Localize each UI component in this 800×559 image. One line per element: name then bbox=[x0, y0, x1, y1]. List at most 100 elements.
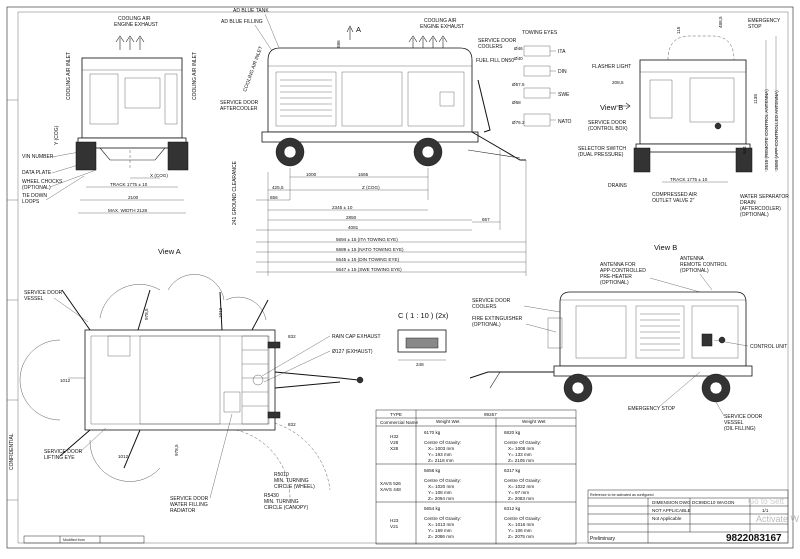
front-view-a: COOLING AIR ENGINE EXHAUST COOLING AIR I… bbox=[22, 16, 198, 256]
front-roof bbox=[81, 57, 183, 71]
tie-down-label-2: LOOPS bbox=[22, 199, 40, 205]
antenna-remote-label: ANTENNA bbox=[680, 256, 705, 262]
drains-label: DRAINS bbox=[608, 183, 628, 189]
towing-din: DIN bbox=[558, 69, 567, 75]
towing-nato: NATO bbox=[558, 119, 572, 125]
svg-text:Y= 193 mm: Y= 193 mm bbox=[428, 452, 452, 457]
inner-frame bbox=[17, 11, 789, 544]
view-b-louvres bbox=[640, 313, 680, 351]
exhaust-cap-icon bbox=[252, 374, 264, 386]
service-door-aftercooler-label-2: AFTERCOOLER bbox=[220, 106, 258, 112]
svg-text:Z= 2105 mm: Z= 2105 mm bbox=[508, 458, 534, 463]
svg-text:Centre Of Gravity:: Centre Of Gravity: bbox=[424, 440, 461, 445]
svg-text:XAVS 448: XAVS 448 bbox=[380, 487, 401, 492]
water-sep-label-4: (OPTIONAL) bbox=[740, 212, 769, 218]
view-b-arrow-label: View B bbox=[600, 103, 623, 112]
antenna-app-label-3: PRE-HEATER bbox=[600, 274, 632, 280]
svg-text:Y= 108 mm: Y= 108 mm bbox=[428, 490, 452, 495]
svg-text:Centre Of Gravity:: Centre Of Gravity: bbox=[504, 478, 541, 483]
watermark-line-1: Activate W bbox=[756, 514, 800, 524]
water-sep-label-3: (AFTERCOOLER) bbox=[740, 206, 781, 212]
top-canopy bbox=[84, 329, 276, 431]
svg-text:Y= 97 mm: Y= 97 mm bbox=[508, 490, 529, 495]
title-part-number: 9822083167 bbox=[726, 533, 782, 544]
water-door-label-3: RADIATOR bbox=[170, 508, 196, 514]
service-door-coolers-label-2: COOLERS bbox=[478, 44, 503, 50]
emergency-stop-label-2: STOP bbox=[748, 24, 762, 30]
top-vessel-door-label: SERVICE DOOR bbox=[24, 290, 63, 296]
view-b-caption: View B bbox=[654, 243, 677, 252]
title-desc-2: NOT APPLICABLE bbox=[652, 508, 691, 513]
view-b-oil-label-2: VESSEL bbox=[724, 420, 744, 426]
dim-664: 664 bbox=[742, 146, 747, 154]
compressed-air-label-2: OUTLET VALVE 2" bbox=[652, 198, 695, 204]
dim-1665: 1665 bbox=[358, 172, 369, 177]
towing-dim-40: Ø40 bbox=[514, 56, 523, 61]
row1-w2: 6820 kg bbox=[504, 430, 521, 435]
ad-blue-filling-label: AD BLUE FILLING bbox=[221, 19, 263, 25]
title-product: DC99DC10 WAGON bbox=[692, 500, 734, 505]
turning-wheel-label: R5010 bbox=[274, 472, 289, 478]
z-cog-label: Z (COG) bbox=[362, 185, 380, 190]
svg-text:V28: V28 bbox=[390, 440, 399, 445]
confidential-text: CONFIDENTIAL bbox=[9, 433, 15, 470]
service-door-coolers-label: SERVICE DOOR bbox=[478, 38, 517, 44]
view-b-door-1 bbox=[575, 305, 627, 359]
fire-ext-label-2: (OPTIONAL) bbox=[472, 322, 501, 328]
towing-eye-details bbox=[523, 45, 556, 127]
view-b-emergency-label: EMERGENCY STOP bbox=[628, 406, 676, 412]
side-canopy bbox=[267, 47, 473, 133]
svg-text:X= 1022 mm: X= 1022 mm bbox=[508, 484, 534, 489]
view-b-coolers-label: SERVICE DOOR bbox=[472, 298, 511, 304]
row3-w2: 6312 kg bbox=[504, 506, 521, 511]
vin-label: VIN NUMBER bbox=[22, 154, 54, 160]
ground-clearance-label: 241 GROUND CLEARANCE bbox=[232, 160, 238, 225]
row1-w1: 6170 kg bbox=[424, 430, 441, 435]
top-radiator-grid bbox=[242, 349, 268, 407]
x-cog-label: X (COG) bbox=[150, 173, 168, 178]
svg-text:X= 1003 mm: X= 1003 mm bbox=[428, 446, 454, 451]
towing-ita: ITA bbox=[558, 49, 566, 55]
water-sep-label: WATER SEPARATOR bbox=[740, 194, 789, 200]
top-vessel-door-label-2: VESSEL bbox=[24, 296, 44, 302]
view-b-control-unit bbox=[701, 333, 713, 347]
title-sheet: 1/1 bbox=[762, 508, 769, 513]
max-width-dim: MAX. WIDTH 2128 bbox=[108, 208, 148, 213]
view-b-drawbar bbox=[469, 371, 554, 379]
rain-cap-label: RAIN CAP EXHAUST bbox=[332, 334, 381, 340]
front-axle bbox=[99, 147, 166, 161]
view-b-chassis bbox=[553, 365, 753, 377]
side-chassis bbox=[261, 131, 479, 143]
front-panel bbox=[124, 77, 161, 109]
rear-wheel-left bbox=[633, 147, 651, 173]
wheel-chocks-label-2: (OPTIONAL) bbox=[22, 185, 51, 191]
towing-dim-46: Ø46 bbox=[514, 46, 523, 51]
turning-canopy-label-2: MIN. TURNING bbox=[264, 499, 299, 505]
view-b-oil-label: SERVICE DOOR bbox=[724, 414, 763, 420]
dim-2850: 2850 bbox=[346, 215, 357, 220]
top-door-vessel bbox=[107, 335, 131, 357]
rear-wheel-right bbox=[735, 147, 753, 173]
antenna-app-label-2: APP-CONTROLLED bbox=[600, 268, 646, 274]
dim-832-bottom: 832 bbox=[288, 422, 296, 427]
water-door-label: SERVICE DOOR bbox=[170, 496, 209, 502]
wheel-chocks-label: WHEEL CHOCKS bbox=[22, 179, 63, 185]
ad-blue-tank-label: AD BLUE TANK bbox=[233, 8, 269, 14]
top-open-door-6 bbox=[123, 429, 141, 469]
side-cooling-inlet-label: COOLING AIR INLET bbox=[242, 45, 264, 92]
front-wheel-left bbox=[75, 141, 97, 171]
svg-text:X= 1020 mm: X= 1020 mm bbox=[428, 484, 454, 489]
top-door-water bbox=[223, 391, 241, 413]
turning-canopy-label: R5430 bbox=[264, 493, 279, 499]
top-open-door-4 bbox=[251, 299, 269, 331]
table-header-name: Commercial Name bbox=[380, 420, 418, 425]
dim-208: 208,5 bbox=[612, 80, 624, 85]
fire-ext-label: FIRE EXTINGUISHER bbox=[472, 316, 523, 322]
table-header-w2: Weight Wet bbox=[522, 419, 546, 424]
dim-2345: 2345 ± 10 bbox=[332, 205, 353, 210]
side-door-coolers bbox=[407, 71, 465, 127]
svg-text:X= 1008 mm: X= 1008 mm bbox=[508, 446, 534, 451]
top-drawbar bbox=[274, 371, 359, 381]
